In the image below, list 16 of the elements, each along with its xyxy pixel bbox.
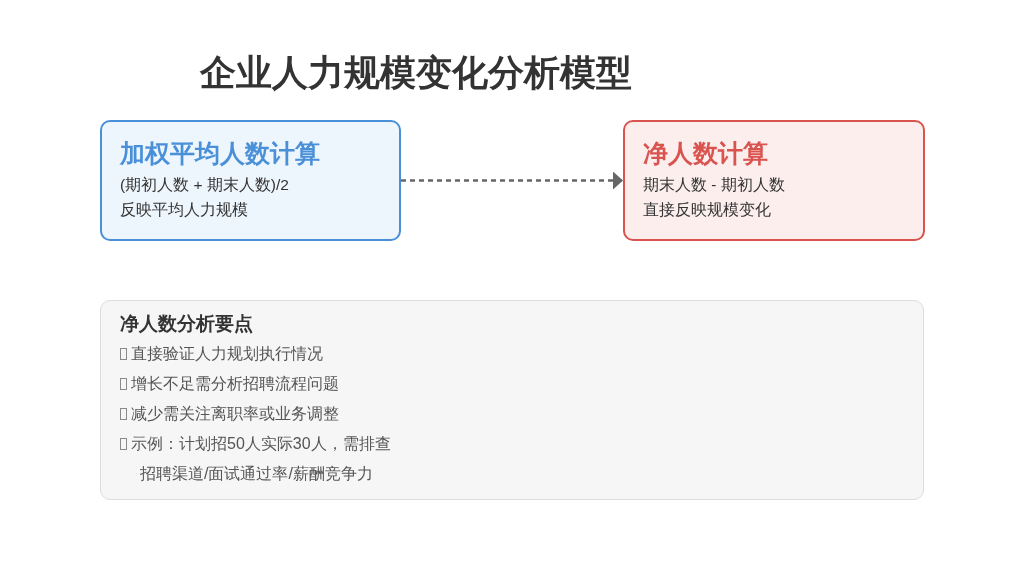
formula-card [623,120,925,241]
card-heading: 净人数计算 [643,138,769,169]
arrow [401,171,623,190]
card-heading: 加权平均人数计算 [120,138,321,169]
note-panel [100,300,924,500]
card-text: 直接反映规模变化 [643,200,772,220]
panel-heading: 净人数分析要点 [120,312,254,336]
card-text: 期末人数 - 期初人数 [643,175,786,195]
list-item-text: 减少需关注离职率或业务调整 [131,404,340,424]
formula-card [100,120,401,241]
list-item-text: 增长不足需分析招聘流程问题 [131,374,340,394]
list-item-text: 示例：计划招50人实际30人，需排查招聘渠道/面试通过率/薪酬竞争力 [131,434,392,484]
list-item-text: 直接验证人力规划执行情况 [131,344,324,364]
card-text: (期初人数 + 期末人数)/2 [120,175,290,195]
card-text: 反映平均人力规模 [120,200,249,220]
diagram-title: 企业人力规模变化分析模型 [200,51,632,95]
